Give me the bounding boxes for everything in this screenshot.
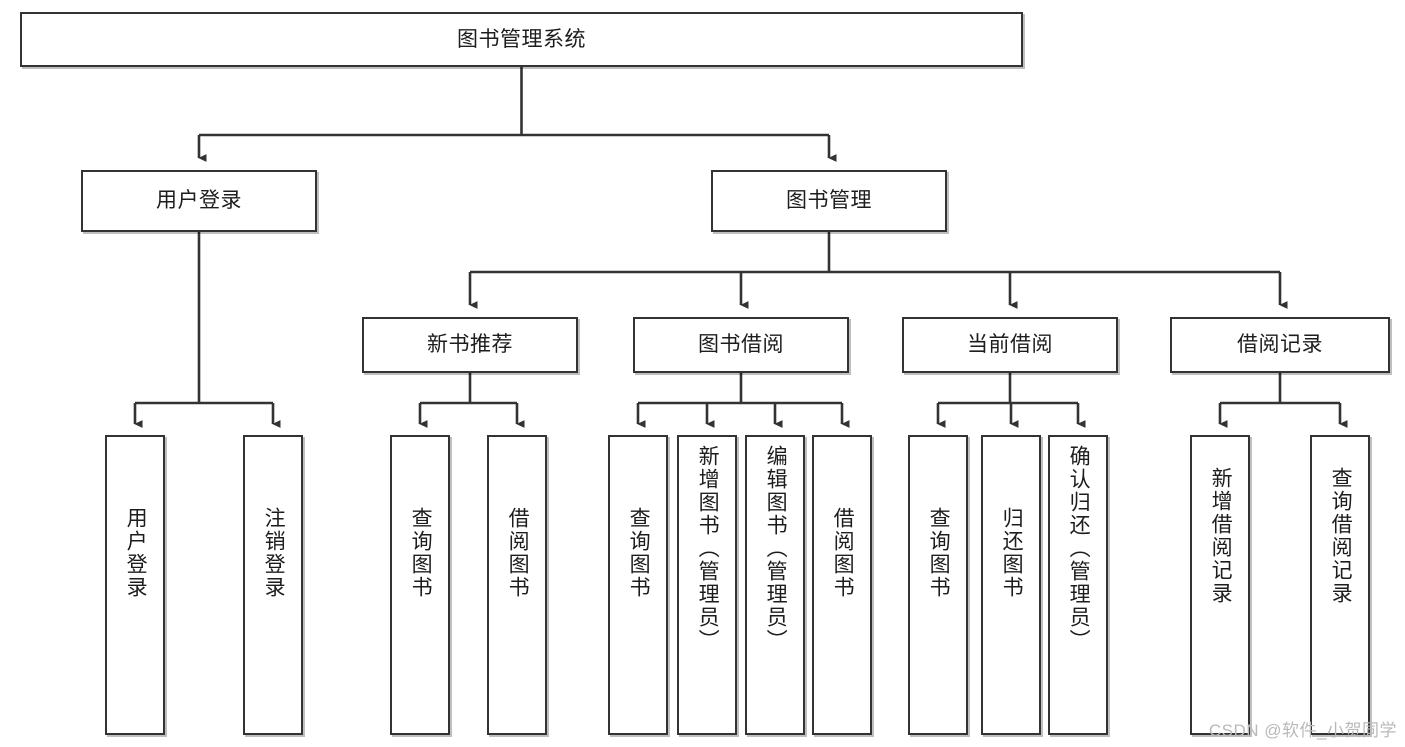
node-label: 查询图书	[409, 507, 433, 599]
leaf-borrow-book-1[interactable]: 借阅图书	[487, 435, 547, 735]
node-borrowing-record[interactable]: 借阅记录	[1170, 317, 1390, 373]
node-user-login[interactable]: 用户登录	[81, 170, 317, 232]
node-new-book-recommendation[interactable]: 新书推荐	[362, 317, 578, 373]
node-label: 图书借阅	[698, 333, 784, 357]
node-label: 新增图书（管理员）	[696, 445, 720, 652]
leaf-add-book-admin[interactable]: 新增图书（管理员）	[677, 435, 737, 735]
node-label: 新书推荐	[427, 333, 513, 357]
node-label: 查询图书	[627, 507, 651, 599]
node-current-borrowing[interactable]: 当前借阅	[902, 317, 1118, 373]
leaf-user-logout[interactable]: 注销登录	[243, 435, 303, 735]
node-book-management[interactable]: 图书管理	[711, 170, 947, 232]
leaf-add-borrow-record[interactable]: 新增借阅记录	[1190, 435, 1250, 735]
node-label: 借阅图书	[831, 507, 855, 599]
leaf-return-book[interactable]: 归还图书	[981, 435, 1041, 735]
node-label: 借阅图书	[506, 507, 530, 599]
node-label: 用户登录	[124, 507, 148, 599]
leaf-query-borrow-record[interactable]: 查询借阅记录	[1310, 435, 1370, 735]
node-label: 编辑图书（管理员）	[764, 445, 788, 652]
node-label: 查询借阅记录	[1329, 467, 1353, 605]
node-label: 用户登录	[156, 189, 242, 213]
node-label: 新增借阅记录	[1209, 467, 1233, 605]
node-label: 当前借阅	[967, 333, 1053, 357]
leaf-query-book-1[interactable]: 查询图书	[390, 435, 450, 735]
node-book-borrowing[interactable]: 图书借阅	[633, 317, 849, 373]
node-label: 图书管理	[786, 189, 872, 213]
node-label: 注销登录	[262, 507, 286, 599]
leaf-edit-book-admin[interactable]: 编辑图书（管理员）	[745, 435, 805, 735]
node-label: 借阅记录	[1237, 333, 1323, 357]
node-label: 图书管理系统	[457, 27, 586, 51]
leaf-user-login[interactable]: 用户登录	[105, 435, 165, 735]
leaf-confirm-return-admin[interactable]: 确认归还（管理员）	[1048, 435, 1108, 735]
node-label: 确认归还（管理员）	[1067, 445, 1091, 652]
leaf-borrow-book-2[interactable]: 借阅图书	[812, 435, 872, 735]
leaf-query-book-2[interactable]: 查询图书	[608, 435, 668, 735]
leaf-query-book-3[interactable]: 查询图书	[908, 435, 968, 735]
node-label: 查询图书	[927, 507, 951, 599]
node-label: 归还图书	[1000, 507, 1024, 599]
node-root-book-management-system[interactable]: 图书管理系统	[20, 12, 1023, 67]
